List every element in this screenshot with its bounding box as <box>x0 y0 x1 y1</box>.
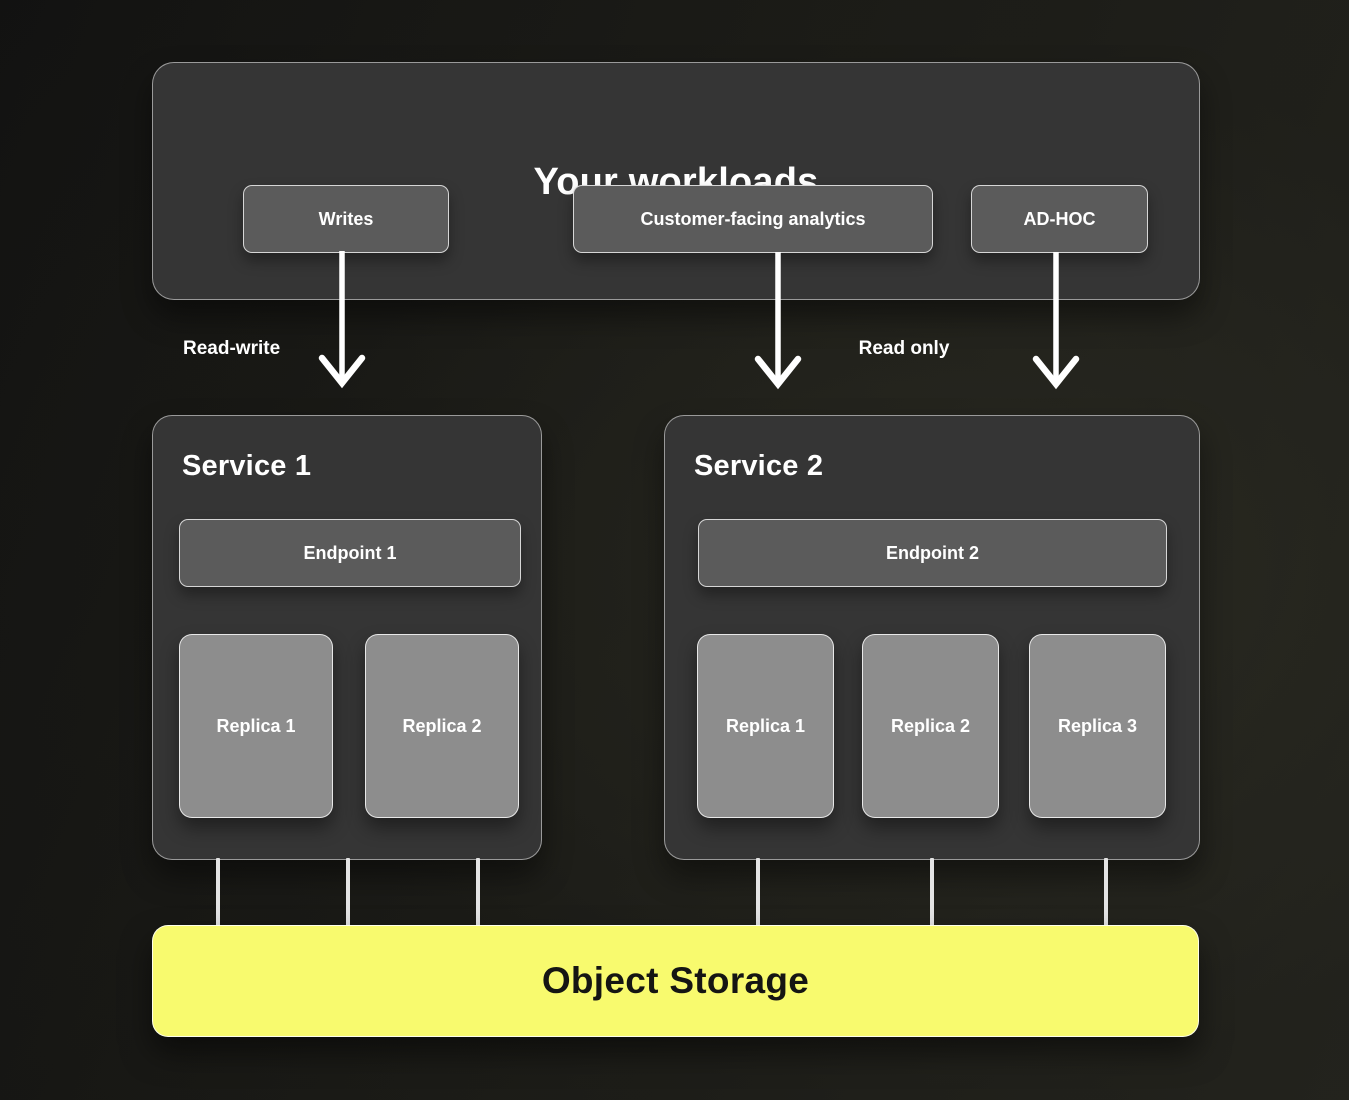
connector-line <box>1104 858 1108 926</box>
service-1-replica-1-label: Replica 1 <box>216 715 296 736</box>
service-2-replica-1: Replica 1 <box>697 634 834 818</box>
service-2-replica-3-label: Replica 3 <box>1057 715 1138 736</box>
connector-line <box>930 858 934 926</box>
down-arrow-icon <box>754 252 802 390</box>
connector-line <box>476 858 480 926</box>
service-1-replica-2: Replica 2 <box>365 634 519 818</box>
object-storage-bar: Object Storage <box>152 925 1199 1037</box>
down-arrow-icon <box>1032 252 1080 390</box>
service-1-replica-2-label: Replica 2 <box>402 715 482 736</box>
workload-chip-customer-facing-analytics-label: Customer-facing analytics <box>640 208 866 229</box>
workloads-panel: Your workloads Writes Customer-facing an… <box>152 62 1200 300</box>
service-2-panel: Service 2 Endpoint 2 Replica 1 Replica 2… <box>664 415 1200 860</box>
connector-line <box>756 858 760 926</box>
read-write-label: Read-write <box>183 338 281 359</box>
service-1-panel: Service 1 Endpoint 1 Replica 1 Replica 2 <box>152 415 542 860</box>
connector-line <box>346 858 350 926</box>
service-2-replica-1-label: Replica 1 <box>725 715 806 736</box>
workload-chip-writes: Writes <box>243 185 449 253</box>
read-only-label: Read only <box>858 338 950 359</box>
service-2-replica-3: Replica 3 <box>1029 634 1166 818</box>
object-storage-label: Object Storage <box>541 960 810 1001</box>
service-1-title: Service 1 <box>182 450 312 482</box>
workload-chip-ad-hoc-label: AD-HOC <box>1023 208 1096 229</box>
down-arrow-icon <box>318 251 366 389</box>
service-1-endpoint-label: Endpoint 1 <box>303 542 397 563</box>
service-2-endpoint-label: Endpoint 2 <box>886 542 979 563</box>
workload-chip-ad-hoc: AD-HOC <box>971 185 1148 253</box>
service-2-title: Service 2 <box>694 450 824 482</box>
workload-chip-writes-label: Writes <box>318 208 374 229</box>
service-2-replica-2-label: Replica 2 <box>890 715 971 736</box>
workload-chip-customer-facing-analytics: Customer-facing analytics <box>573 185 933 253</box>
service-2-replica-2: Replica 2 <box>862 634 999 818</box>
service-1-replica-1: Replica 1 <box>179 634 333 818</box>
service-1-endpoint: Endpoint 1 <box>179 519 521 587</box>
service-2-endpoint: Endpoint 2 <box>698 519 1167 587</box>
connector-line <box>216 858 220 926</box>
